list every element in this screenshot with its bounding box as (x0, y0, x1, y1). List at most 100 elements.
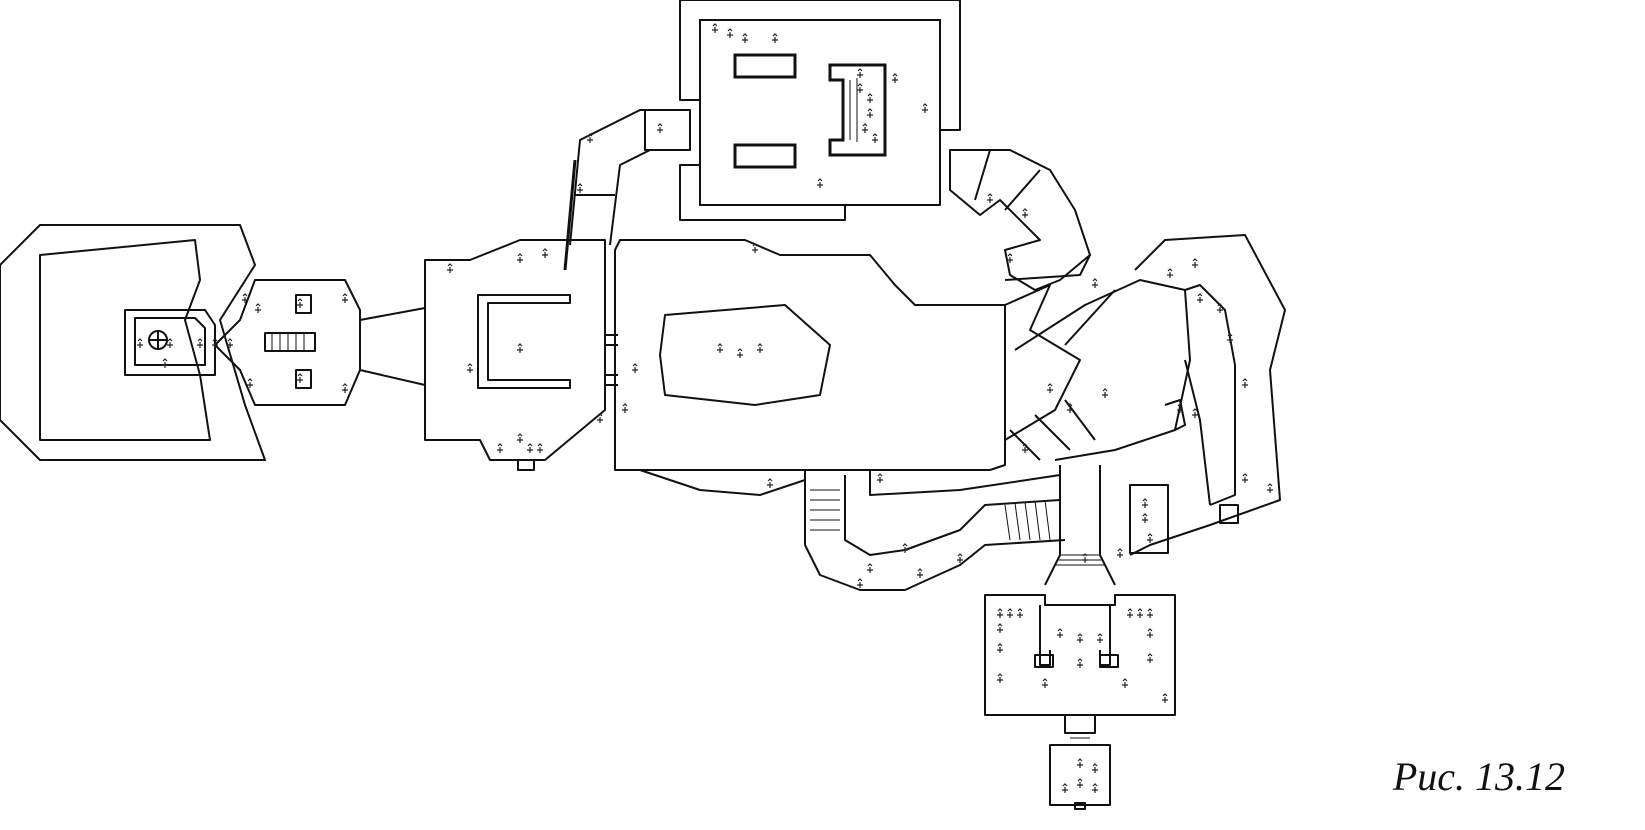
thing-marker (242, 293, 248, 303)
thing-marker (867, 93, 873, 103)
thing-marker (1017, 608, 1023, 618)
thing-marker (997, 673, 1003, 683)
thing-marker (717, 343, 723, 353)
thing-marker (1117, 548, 1123, 558)
thing-marker (997, 608, 1003, 618)
thing-marker (1022, 443, 1028, 453)
thing-marker (727, 28, 733, 38)
thing-marker (872, 133, 878, 143)
thing-marker (757, 343, 763, 353)
thing-marker (342, 293, 348, 303)
thing-marker (1127, 608, 1133, 618)
thing-marker (917, 568, 923, 578)
thing-marker (1077, 633, 1083, 643)
thing-marker (1147, 628, 1153, 638)
thing-marker (892, 73, 898, 83)
thing-marker (537, 443, 543, 453)
thing-marker (212, 338, 218, 348)
thing-marker (857, 68, 863, 78)
west-u-hall (0, 224, 266, 461)
thing-marker (1092, 278, 1098, 288)
thing-marker (1122, 678, 1128, 688)
thing-marker (137, 338, 143, 348)
thing-marker (997, 623, 1003, 633)
thing-marker (1092, 783, 1098, 793)
thing-marker (1267, 483, 1273, 493)
thing-marker (1242, 473, 1248, 483)
thing-marker (1097, 633, 1103, 643)
thing-marker (1092, 763, 1098, 773)
thing-marker (497, 443, 503, 453)
thing-marker (767, 478, 773, 488)
thing-marker (1147, 608, 1153, 618)
thing-marker (622, 403, 628, 413)
thing-marker (247, 378, 253, 388)
thing-marker (857, 578, 863, 588)
thing-marker (1077, 758, 1083, 768)
thing-marker (587, 133, 593, 143)
exit-room (1049, 714, 1111, 810)
thing-marker (342, 383, 348, 393)
thing-marker (867, 108, 873, 118)
south-shaft (1044, 465, 1116, 586)
top-room (679, 0, 961, 221)
thing-marker (447, 263, 453, 273)
north-corridor (563, 109, 691, 271)
thing-marker (227, 338, 233, 348)
thing-marker (1242, 378, 1248, 388)
thing-marker (542, 248, 548, 258)
thing-marker (1162, 693, 1168, 703)
thing-marker (1057, 628, 1063, 638)
thing-marker (162, 358, 168, 368)
stair-room-west (214, 279, 361, 406)
east-zigzag (1004, 254, 1191, 465)
thing-marker (1047, 383, 1053, 393)
thing-marker (1217, 303, 1223, 313)
thing-marker (1102, 388, 1108, 398)
thing-marker (1022, 208, 1028, 218)
thing-marker (902, 543, 908, 553)
thing-marker (297, 298, 303, 308)
thing-marker (752, 243, 758, 253)
main-hall (605, 239, 1006, 471)
thing-marker (632, 363, 638, 373)
thing-marker (772, 33, 778, 43)
thing-marker (1062, 783, 1068, 793)
thing-marker (1042, 678, 1048, 688)
thing-marker (1007, 608, 1013, 618)
thing-marker (957, 553, 963, 563)
thing-marker (467, 363, 473, 373)
thing-marker (167, 338, 173, 348)
thing-marker (1167, 268, 1173, 278)
thing-marker (577, 183, 583, 193)
thing-markers (137, 23, 1273, 793)
thing-marker (1082, 553, 1088, 563)
thing-marker (255, 303, 261, 313)
start-room (124, 309, 216, 376)
figure-caption: Рис. 13.12 (1392, 754, 1565, 799)
thing-marker (597, 413, 603, 423)
thing-marker (1192, 408, 1198, 418)
thing-marker (517, 343, 523, 353)
thing-marker (1197, 293, 1203, 303)
thing-marker (1142, 513, 1148, 523)
south-room (984, 594, 1176, 716)
thing-marker (1137, 608, 1143, 618)
thing-marker (527, 443, 533, 453)
rail-hall (424, 239, 606, 471)
thing-marker (1077, 778, 1083, 788)
thing-marker (857, 83, 863, 93)
thing-marker (1177, 403, 1183, 413)
thing-marker (867, 563, 873, 573)
thing-marker (1192, 258, 1198, 268)
thing-marker (517, 433, 523, 443)
thing-marker (877, 473, 883, 483)
thing-marker (1227, 333, 1233, 343)
thing-marker (737, 348, 743, 358)
east-lobby (949, 149, 1091, 291)
thing-marker (657, 123, 663, 133)
thing-marker (517, 253, 523, 263)
thing-marker (997, 643, 1003, 653)
